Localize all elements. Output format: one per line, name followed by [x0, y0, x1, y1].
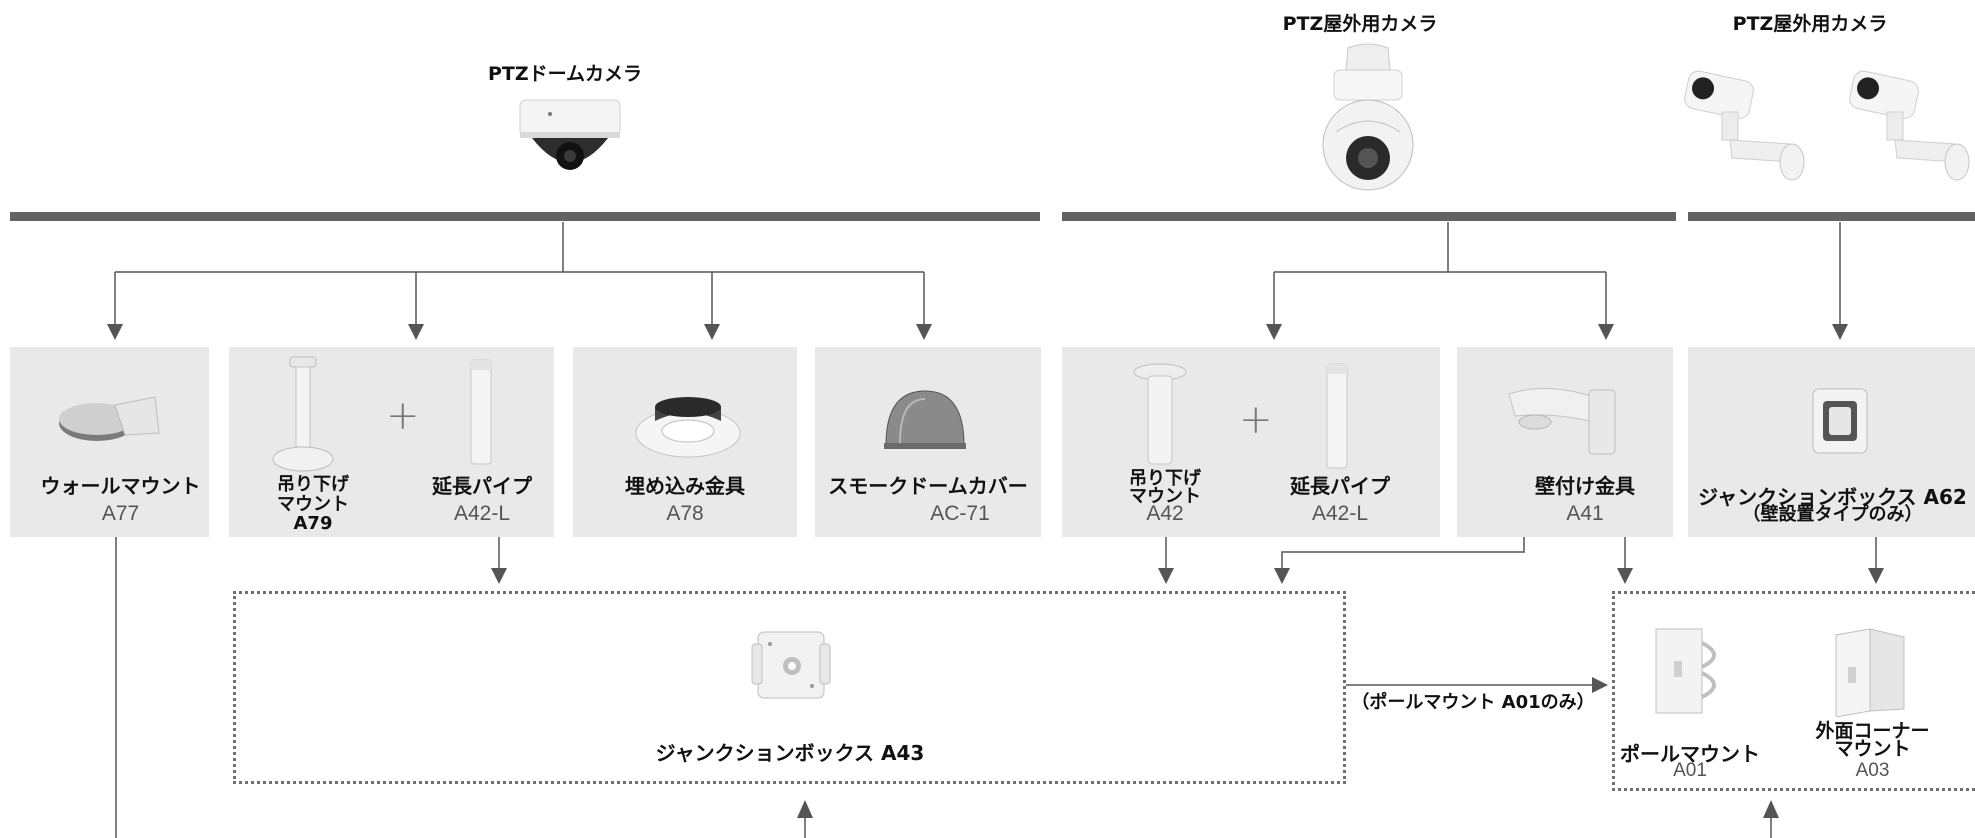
- pole-corner-mount-group: [1612, 591, 1975, 791]
- pole-mount-name: ポールマウント: [1620, 742, 1760, 766]
- arrow-to-wall-bracket: [1598, 324, 1614, 340]
- arrow-to-pole-mount: [1592, 677, 1608, 693]
- arrow-to-smoke: [916, 324, 932, 340]
- pendant-mount-icon: [272, 356, 334, 472]
- pendant-a79-model: A79: [293, 513, 333, 534]
- ptz-speed-dome-camera-image: [1322, 43, 1414, 191]
- junction-box-a43-group: [233, 591, 1346, 784]
- junction-box-a43-label: ジャンクションボックス A43: [655, 741, 925, 765]
- corner-mount-name-line2: マウント: [1834, 738, 1911, 760]
- plus-sign-2: +: [1239, 397, 1273, 443]
- pendant-a42-name-line1: 吊り下げ: [1129, 468, 1201, 489]
- pendant-pipe-a42-box: [1062, 347, 1440, 537]
- wall-bracket-a41-box: [1457, 347, 1673, 537]
- wall-mount-icon: [59, 396, 160, 441]
- speed-dome-section-bar: [1062, 212, 1676, 221]
- ptz-outdoor-camera-heading-2: PTZ屋外用カメラ: [1732, 13, 1888, 35]
- bullet-section-bar: [1688, 212, 1975, 221]
- pole-mount-only-note: （ポールマウント A01のみ）: [1351, 692, 1595, 713]
- arrow-up-a43: [797, 800, 813, 818]
- ptz-bullet-camera-image-1: [1684, 70, 1805, 181]
- smoke-dome-name: スモークドームカバー: [828, 474, 1028, 498]
- pendant-a79-name-line1: 吊り下げ: [277, 474, 349, 495]
- extension-pipe-a42l-model: A42-L: [1311, 502, 1369, 525]
- ptz-bullet-camera-image-2: [1849, 70, 1970, 181]
- pendant-a79-name-line2: マウント: [277, 494, 349, 515]
- junction-box-a62-note: （壁設置タイプのみ）: [1742, 504, 1923, 525]
- pendant-mount-a42-icon: [1133, 363, 1187, 465]
- wall-mount-model: A77: [101, 502, 140, 525]
- wall-mount-name: ウォールマウント: [40, 474, 201, 498]
- flush-mount-model: A78: [666, 502, 704, 525]
- pole-mount-icon: [1655, 628, 1716, 714]
- wall-mount-a77-box: [10, 347, 209, 537]
- arrow-to-pendant-a42: [1266, 324, 1282, 340]
- flush-mount-icon: [635, 397, 741, 458]
- extension-pipe-model: A42-L: [453, 502, 511, 525]
- plus-sign-1: +: [386, 393, 420, 439]
- pendant-pipe-a79-box: [229, 347, 554, 537]
- junction-box-a62-icon: [1812, 388, 1868, 454]
- arrow-to-wall-mount: [107, 324, 123, 340]
- arrow-up-pole: [1763, 800, 1779, 818]
- corner-mount-name-line1: 外面コーナー: [1815, 720, 1930, 742]
- junction-box-a43-icon: [751, 631, 831, 699]
- flush-mount-name: 埋め込み金具: [625, 474, 745, 498]
- smoke-dome-cover-icon: [884, 390, 966, 449]
- smoke-dome-model: AC-71: [930, 502, 990, 525]
- wall-bracket-model: A41: [1566, 502, 1604, 525]
- ptz-outdoor-camera-heading-1: PTZ屋外用カメラ: [1282, 13, 1438, 35]
- pole-mount-model: A01: [1673, 760, 1707, 781]
- arrow-to-flush: [704, 324, 720, 340]
- pendant-a42-model: A42: [1146, 502, 1184, 525]
- extension-pipe-icon: [470, 359, 492, 465]
- extension-pipe-name: 延長パイプ: [432, 474, 532, 498]
- arrow-to-junction-a62: [1832, 324, 1848, 340]
- junction-box-a62-name: ジャンクションボックス A62: [1698, 485, 1967, 509]
- corner-mount-icon: [1835, 628, 1905, 717]
- arrow-to-pendant: [408, 324, 424, 340]
- pendant-a42-name-line2: マウント: [1129, 486, 1201, 507]
- ptz-dome-camera-image: [519, 99, 621, 170]
- dome-section-bar: [10, 212, 1040, 221]
- wall-bracket-name: 壁付け金具: [1535, 474, 1635, 498]
- wall-bracket-icon: [1508, 388, 1616, 455]
- corner-mount-model: A03: [1855, 760, 1890, 781]
- ptz-dome-camera-heading: PTZドームカメラ: [487, 63, 643, 85]
- extension-pipe-a42l-icon: [1326, 363, 1348, 469]
- extension-pipe-a42l-name: 延長パイプ: [1290, 474, 1390, 498]
